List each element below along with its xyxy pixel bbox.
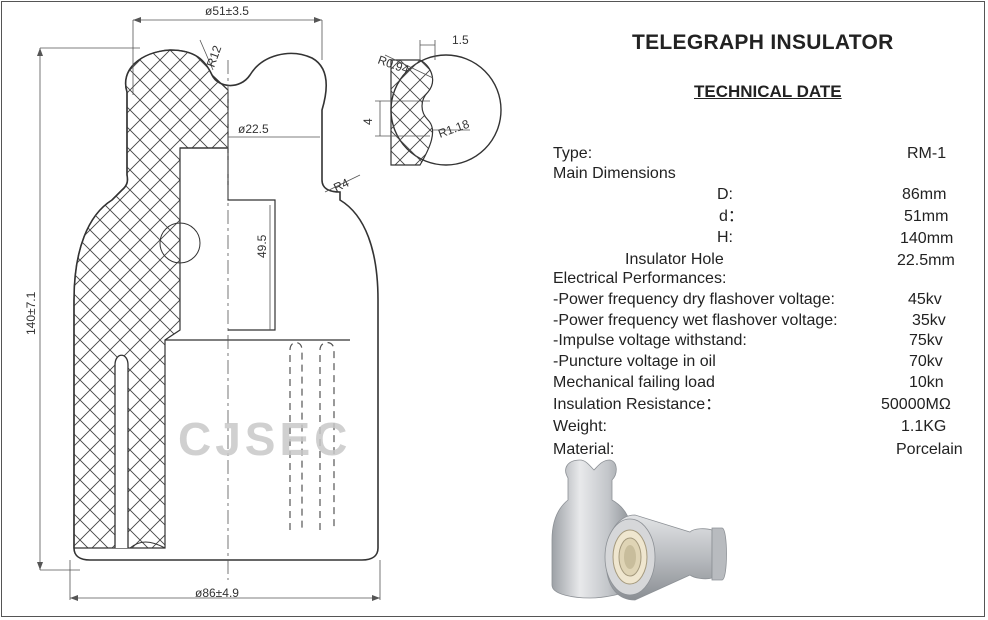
spec-label-height: H: xyxy=(717,229,733,246)
dim-r12: R12 xyxy=(204,43,225,69)
spec-value-d-inner: 51mm xyxy=(904,208,949,225)
spec-value-mechanical: 10kn xyxy=(909,374,944,391)
spec-value-material: Porcelain xyxy=(896,441,963,458)
dim-top-diameter: ø51±3.5 xyxy=(205,4,249,18)
dim-bottom-diameter: ø86±4.9 xyxy=(195,586,239,600)
dim-depth: 49.5 xyxy=(255,234,269,258)
spec-label-mechanical: Mechanical failing load xyxy=(553,374,715,391)
spec-label-electrical: Electrical Performances: xyxy=(553,270,727,287)
spec-value-impulse: 75kv xyxy=(909,332,943,349)
spec-label-puncture: -Puncture voltage in oil xyxy=(553,353,716,370)
spec-label-insulator-hole: Insulator Hole xyxy=(625,251,724,268)
spec-value-puncture: 70kv xyxy=(909,353,943,370)
watermark-logo: CJSEC xyxy=(178,413,351,465)
spec-value-insulator-hole: 22.5mm xyxy=(897,252,955,269)
spec-label-impulse: -Impulse voltage withstand: xyxy=(553,332,747,349)
spec-value-insulation-resistance: 50000MΩ xyxy=(881,396,951,413)
page-title: TELEGRAPH INSULATOR xyxy=(632,31,894,54)
product-photo xyxy=(551,459,727,601)
detail-view xyxy=(375,40,502,166)
dim-height: 140±7.1 xyxy=(24,291,38,335)
spec-label-dry-flashover: -Power frequency dry flashover voltage: xyxy=(553,291,835,308)
spec-label-main-dimensions: Main Dimensions xyxy=(553,165,676,182)
spec-value-d-outer: 86mm xyxy=(902,186,947,203)
spec-label-weight: Weight: xyxy=(553,418,607,435)
spec-value-dry-flashover: 45kv xyxy=(908,291,942,308)
dimension-arrows xyxy=(37,17,380,601)
detail-4: 4 xyxy=(361,118,375,125)
dimension-lines xyxy=(39,19,381,600)
spec-label-d-outer: D: xyxy=(717,186,733,203)
spec-label-wet-flashover: -Power frequency wet flashover voltage: xyxy=(553,312,838,329)
spec-value-wet-flashover: 35kv xyxy=(912,312,946,329)
dim-r4: R4 xyxy=(331,175,351,194)
spec-label-insulation-resistance: Insulation Resistance： xyxy=(553,396,722,413)
spec-label-d-inner: d： xyxy=(719,208,744,225)
insulator-outline xyxy=(73,49,379,580)
spec-label-material: Material: xyxy=(553,441,615,458)
spec-value-weight: 1.1KG xyxy=(901,418,947,435)
spec-label-type: Type: xyxy=(553,145,593,162)
spec-value-height: 140mm xyxy=(900,230,954,247)
detail-1-5: 1.5 xyxy=(452,33,469,47)
page-subtitle: TECHNICAL DATE xyxy=(694,82,842,101)
dim-hole: ø22.5 xyxy=(238,122,269,136)
spec-value-type: RM-1 xyxy=(907,145,947,162)
